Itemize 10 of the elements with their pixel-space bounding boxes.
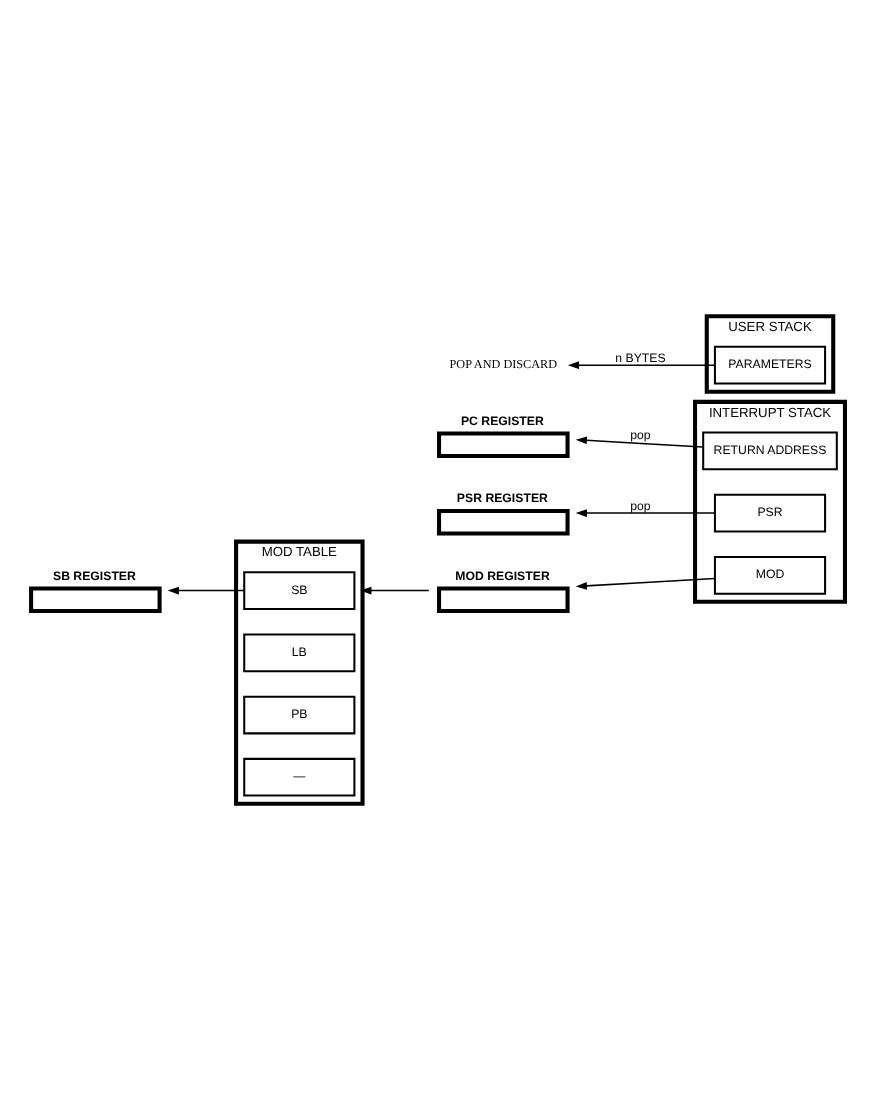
arrow bbox=[575, 576, 716, 589]
node-box bbox=[29, 585, 162, 613]
arrow bbox=[167, 585, 245, 594]
node-box bbox=[437, 508, 570, 535]
node-box bbox=[437, 585, 570, 613]
arrow bbox=[567, 360, 716, 369]
node-box bbox=[437, 430, 570, 457]
arrow bbox=[575, 435, 704, 447]
arrow bbox=[360, 585, 430, 594]
arrow bbox=[575, 508, 716, 516]
